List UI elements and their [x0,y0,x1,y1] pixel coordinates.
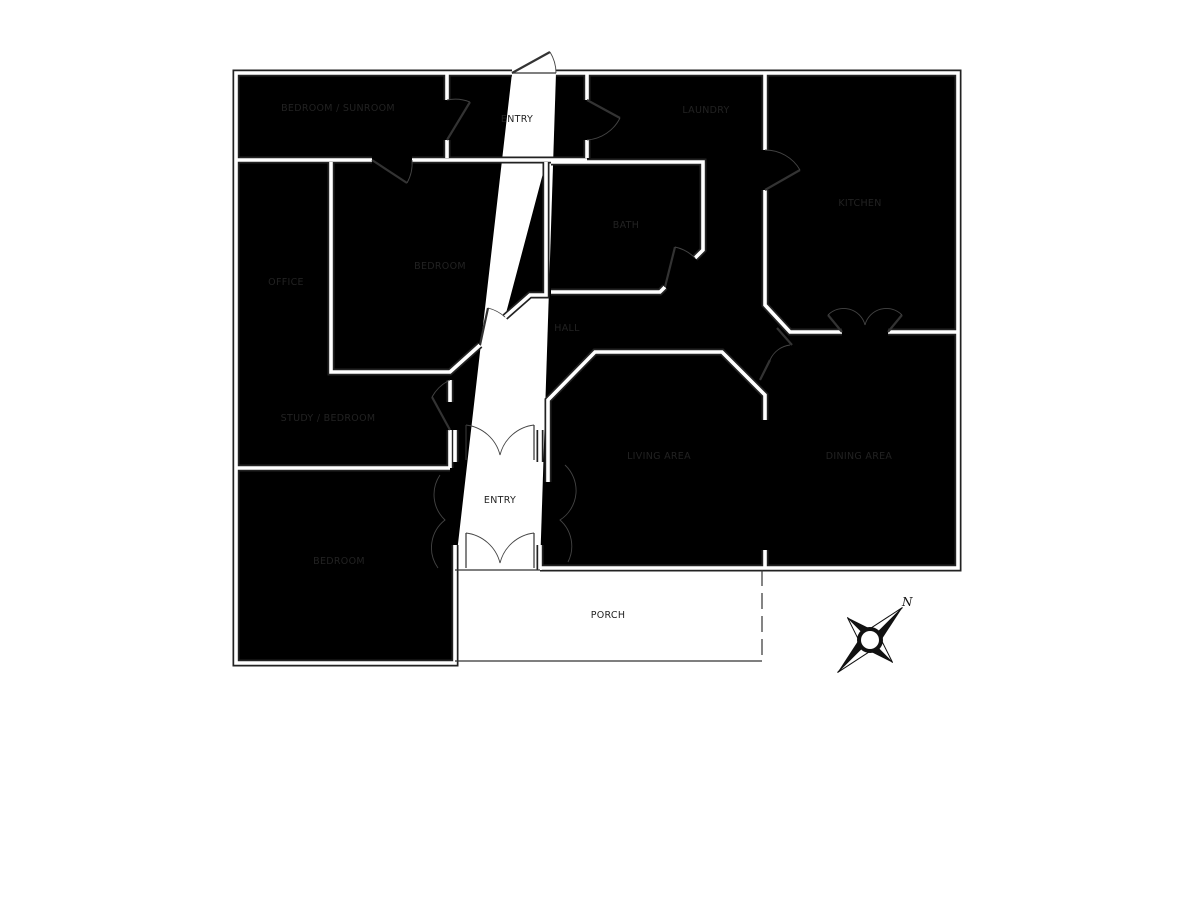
label-bedroom-bottom: BEDROOM [313,556,365,567]
compass-icon [837,607,903,673]
label-study-bedroom: STUDY / BEDROOM [281,413,376,424]
label-living-area: LIVING AREA [627,451,691,462]
compass-north-label: N [901,595,913,609]
label-kitchen: KITCHEN [838,198,881,209]
doors [371,51,903,571]
walls [236,73,958,663]
porch [455,570,763,662]
label-porch: PORCH [591,610,626,621]
label-entry-top: ENTRY [501,114,533,125]
label-hall: HALL [554,323,580,334]
room-labels: BEDROOM / SUNROOM ENTRY LAUNDRY KITCHEN … [268,103,892,621]
label-bath: BATH [613,220,639,231]
label-laundry: LAUNDRY [682,105,729,116]
label-entry-main: ENTRY [484,495,516,506]
label-dining-area: DINING AREA [826,451,893,462]
label-office: OFFICE [268,277,304,288]
label-bedroom-center: BEDROOM [414,261,466,272]
label-bedroom-sunroom: BEDROOM / SUNROOM [281,103,395,114]
